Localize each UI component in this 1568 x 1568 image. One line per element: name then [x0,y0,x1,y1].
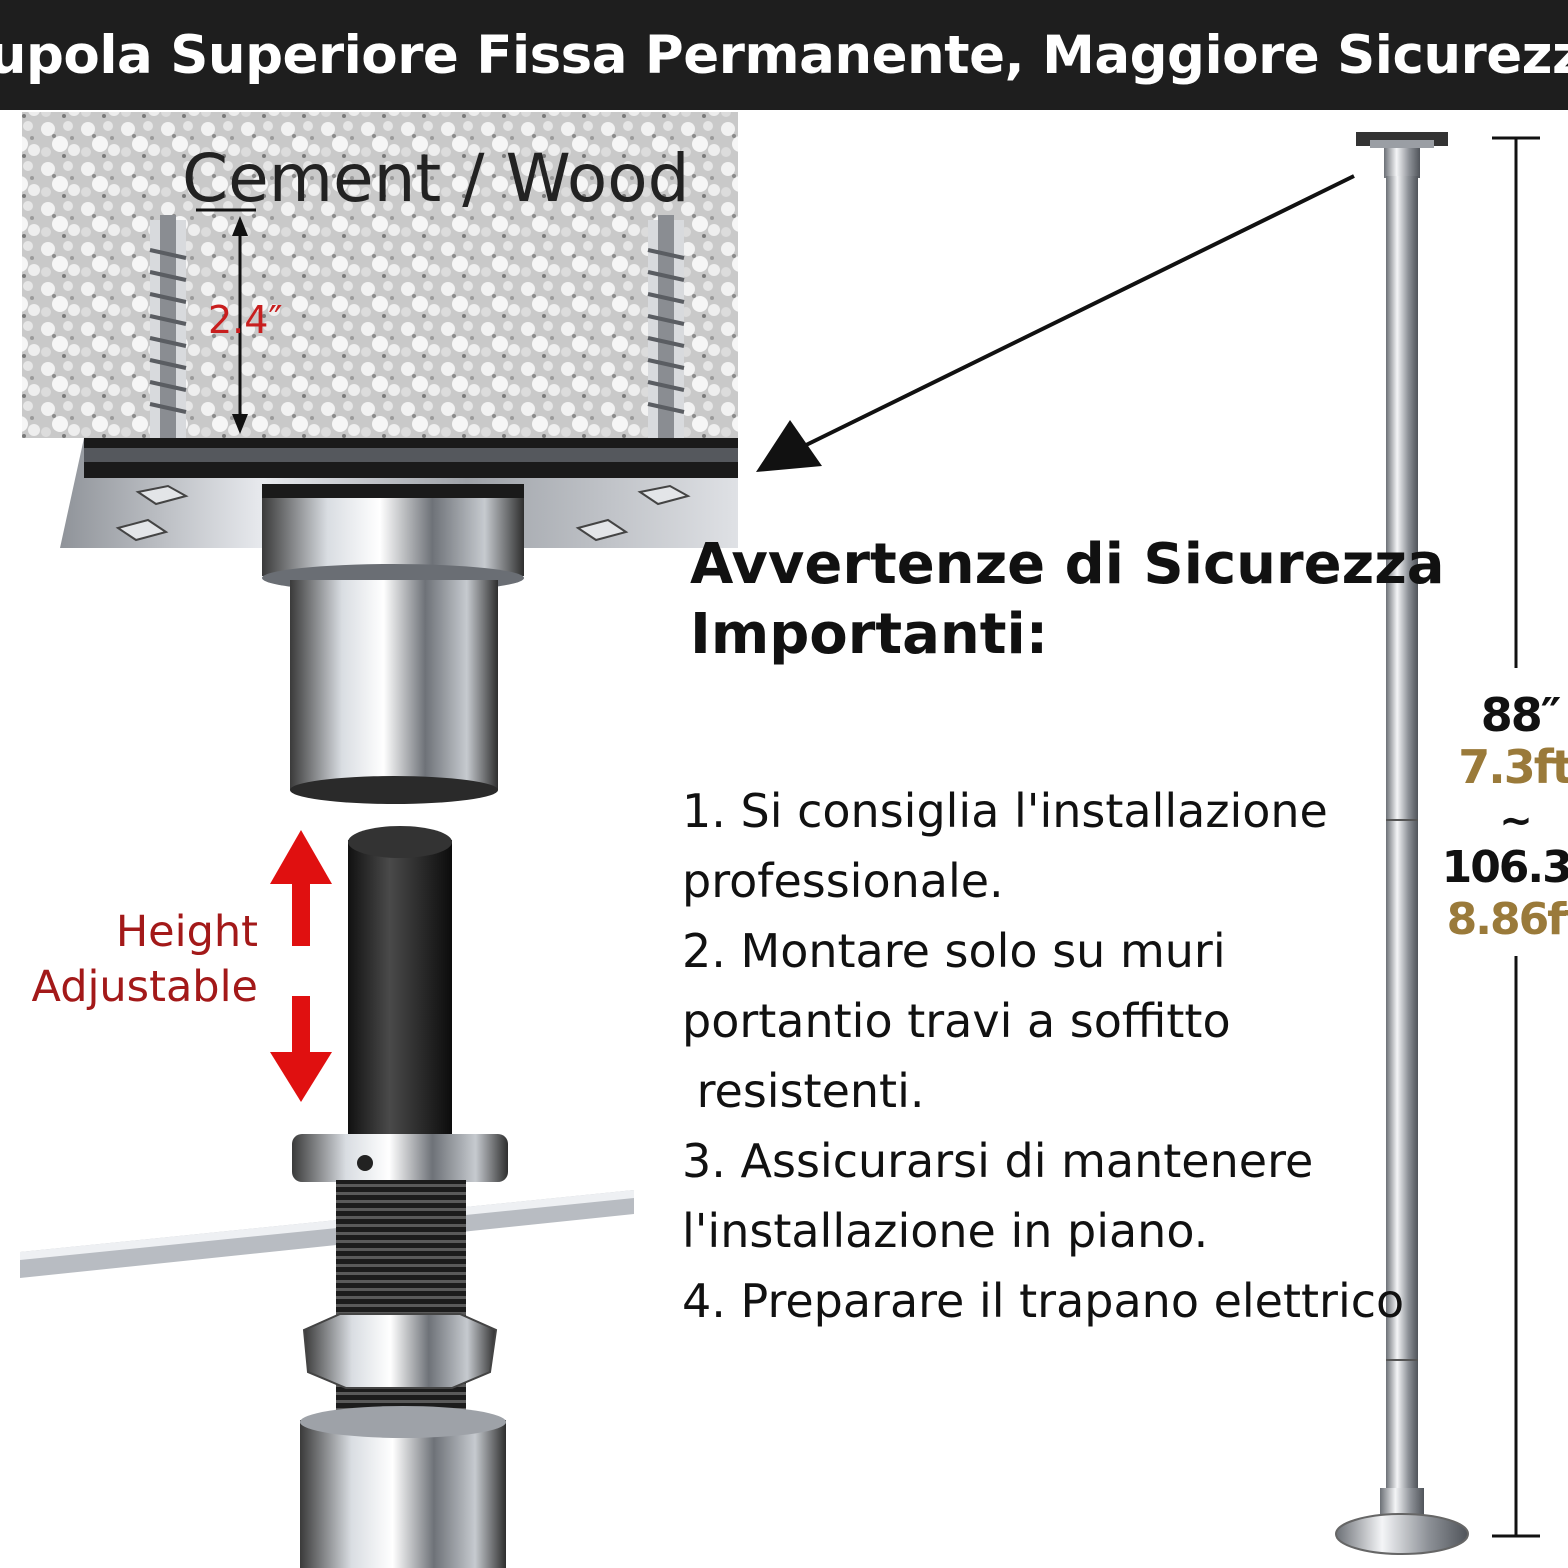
warnings-list: 1. Si consiglia l'installazione professi… [682,776,1404,1336]
warning-line: 4. Preparare il trapano elettrico [682,1274,1405,1328]
warnings-title-line-2: Importanti: [690,602,1049,667]
hex-nut [302,1313,498,1389]
min-height-inches: 88″ [1480,688,1562,742]
height-down-arrow [270,996,332,1102]
height-up-arrow [270,830,332,946]
material-label: Cement / Wood [182,140,690,217]
min-height-feet: 7.3ft [1458,740,1568,794]
warning-line: 1. Si consiglia l'installazione [682,784,1328,838]
full-pole [1335,132,1469,1555]
tool-rod [20,1190,634,1278]
height-adjustable-line-2: Adjustable [31,962,258,1012]
warning-line: 2. Montare solo su muri [682,924,1226,978]
washer [292,1134,508,1182]
warnings-title-line-1: Avvertenze di Sicurezza [690,532,1445,597]
screw-depth-arrow [196,208,256,434]
warnings-title: Avvertenze di Sicurezza Importanti: [690,530,1445,670]
left-screw-anchor [149,215,187,445]
height-adjustable-line-1: Height [115,907,258,957]
pole-height-dimension [1492,136,1540,1538]
ceiling-block [22,112,738,438]
header-banner: Cupola Superiore Fissa Permanente, Maggi… [0,0,1568,110]
inner-rod [348,826,452,1140]
threaded-section [336,1180,466,1430]
pointer-arrow [756,174,1355,472]
warning-line: professionale. [682,854,1004,908]
warning-line: l'installazione in piano. [682,1204,1209,1258]
warning-line: resistenti. [682,1064,925,1118]
lower-tube [300,1406,506,1568]
height-range-separator: ~ [1499,798,1533,844]
warning-line: 3. Assicurarsi di mantenere [682,1134,1314,1188]
height-adjustable-label: Height Adjustable [32,905,258,1015]
banner-title: Cupola Superiore Fissa Permanente, Maggi… [0,24,1568,86]
screw-depth-label: 2.4″ [208,298,283,342]
right-screw-anchor [647,215,685,445]
max-height-feet: 8.86ft [1446,894,1568,945]
max-height-inches: 106.3″ [1441,842,1568,893]
dome-collar [262,484,524,804]
warning-line: portantio travi a soffitto [682,994,1231,1048]
